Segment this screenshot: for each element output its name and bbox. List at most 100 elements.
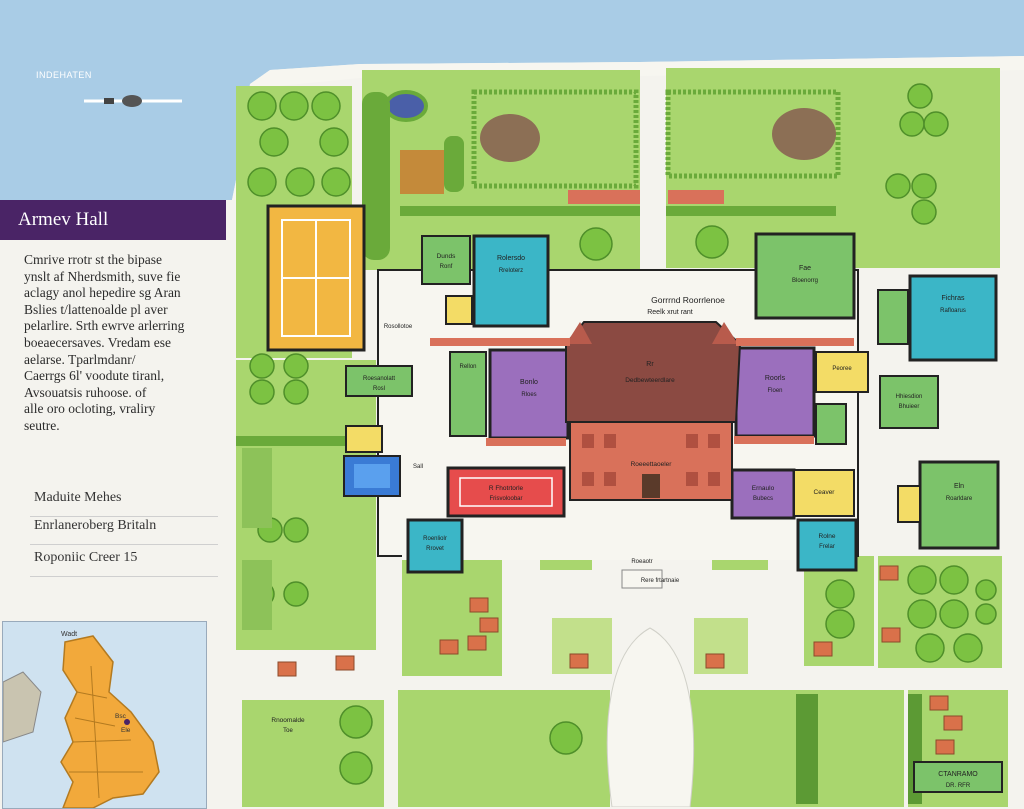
svg-text:Roarldare: Roarldare [946, 496, 973, 502]
minimap-britain-shape [60, 635, 160, 808]
room-purple-east[interactable]: Roorls Floen [734, 346, 816, 438]
svg-text:Roeaotr: Roeaotr [631, 559, 652, 565]
minimap-region-lines [69, 665, 143, 799]
driveway [606, 627, 695, 807]
room-green-far-east[interactable]: Eln Roarldare [918, 460, 1000, 550]
svg-text:Dedbewteerdlare: Dedbewteerdlare [625, 377, 675, 384]
minimap-region-label: Bsc [115, 713, 127, 720]
minimap-ireland-shape [3, 671, 42, 743]
description-line: boeaecersaves. Vredam ese [24, 334, 171, 350]
main-house-title: Gorrrnd Roorrlenoe [651, 295, 725, 305]
svg-text:DR. RFR: DR. RFR [946, 783, 971, 789]
svg-text:Fichras: Fichras [942, 295, 965, 302]
svg-text:Frisvoloobar: Frisvoloobar [489, 496, 522, 502]
room-green-west-small[interactable]: Roesanolatt Rosl [345, 365, 413, 397]
svg-text:Rolne: Rolne [819, 533, 836, 540]
svg-text:Rreloterz: Rreloterz [499, 268, 523, 274]
svg-text:R Fhotrtorle: R Fhotrtorle [489, 485, 524, 492]
svg-text:Rosl: Rosl [373, 386, 385, 392]
room-green-east-mid[interactable]: Hhiesdion Bhuieer [879, 375, 939, 429]
svg-text:Rloes: Rloes [521, 392, 536, 398]
svg-text:Rafloarus: Rafloarus [940, 308, 966, 314]
svg-text:Bubecs: Bubecs [753, 496, 773, 502]
description-line: alle oro ocloting, vraliry [24, 401, 156, 417]
room-green-east-small[interactable] [877, 289, 909, 345]
svg-text:Roenliolr: Roenliolr [423, 536, 447, 542]
svg-text:CTANRAMO: CTANRAMO [938, 771, 978, 778]
svg-text:Roesanolatt: Roesanolatt [363, 376, 395, 382]
room-green-west-mid[interactable]: Rellon [449, 351, 487, 437]
svg-text:Bhuieer: Bhuieer [899, 404, 920, 410]
north-gardens [384, 89, 841, 216]
svg-text:Ronf: Ronf [440, 264, 453, 270]
description-line: Cmrive rrotr st the bipase [24, 252, 162, 267]
svg-text:Roeeettaoeler: Roeeettaoeler [631, 461, 673, 468]
stable-block[interactable]: CTANRAMO DR. RFR [913, 761, 1003, 793]
room-yellow-east[interactable]: Peoree [815, 351, 869, 393]
description-line: pelarlire. Srth ewrve arlerring [24, 318, 185, 334]
sheds [277, 565, 963, 755]
svg-text:Frelar: Frelar [819, 544, 835, 550]
room-yellow-small[interactable] [445, 295, 473, 325]
room-purple-south-east[interactable]: Ernaulo Bubecs [730, 468, 796, 520]
svg-text:Floen: Floen [767, 388, 782, 394]
hedges [236, 92, 922, 804]
main-house[interactable]: Rr Dedbewteerdlare Roeeettaoeler [565, 321, 742, 501]
description: Cmrive rrotr st the bipase ynslt af Nher… [24, 252, 210, 435]
minimap-top-label: Wadt [61, 631, 77, 638]
info-row-reference: Roponiic Creer 15 [30, 542, 218, 577]
room-green-north-west[interactable]: Dunds Ronf [421, 235, 471, 285]
description-line: Avsouatsis ruhoose. of [24, 384, 147, 400]
svg-text:Rnoomalde: Rnoomalde [271, 717, 305, 724]
svg-text:Hhiesdion: Hhiesdion [896, 394, 923, 400]
main-house-subtitle: Reelk xrut rant [647, 309, 693, 316]
svg-text:Sall: Sall [413, 464, 423, 470]
description-line: aelarse. Tparlmdanr/ [24, 351, 136, 367]
svg-text:Ernaulo: Ernaulo [752, 485, 775, 492]
svg-text:Rosollotoe: Rosollotoe [384, 324, 413, 330]
description-line: aclagy anol hepedire sg Aran [24, 285, 181, 301]
lawn-south-west-label: Rnoomalde Toe [271, 717, 305, 734]
description-line: seutre. [24, 417, 60, 433]
room-purple-west[interactable]: Bonlo Rloes [488, 348, 570, 440]
locator-minimap[interactable]: Wadt Bsc Ele [2, 621, 207, 809]
svg-text:Rr: Rr [646, 361, 654, 368]
room-yellow-south[interactable]: Ceaver [793, 469, 855, 517]
courtyard-label: Rere frtartnaie [641, 578, 680, 584]
room-teal-north[interactable]: Rolersdo Rreloterz [472, 234, 550, 328]
svg-text:Fae: Fae [799, 265, 811, 272]
page-title: Armev Hall [18, 209, 109, 230]
svg-text:Rellon: Rellon [459, 364, 476, 370]
svg-text:Eln: Eln [954, 483, 964, 490]
header-caption: INDEHATEN [36, 70, 92, 80]
tennis-court[interactable] [266, 204, 366, 352]
svg-text:Roorls: Roorls [765, 375, 786, 382]
room-green-north-east[interactable]: Fae Bloenorrg [754, 232, 856, 320]
room-green-east-small-2[interactable] [815, 403, 847, 445]
room-teal-south-west[interactable]: Roenliolr Rrovet [406, 518, 464, 574]
description-line: ynslt af Nherdsmith, suve fie [24, 268, 181, 284]
svg-text:Bonlo: Bonlo [520, 379, 538, 386]
room-yellow-far-east[interactable] [897, 485, 921, 523]
sea-area [0, 0, 1024, 200]
boat-icon [84, 95, 182, 107]
svg-text:Toe: Toe [283, 728, 293, 734]
title-bar: Armev Hall [0, 200, 226, 240]
svg-text:Peoree: Peoree [832, 366, 852, 372]
room-teal-south-east[interactable]: Rolne Frelar [796, 518, 858, 572]
info-row-region: Enrlaneroberg Britaln [30, 510, 218, 545]
room-red-hall[interactable]: R Fhotrtorle Frisvoloobar [446, 466, 566, 518]
description-line: Caerrgs 6l' voodute tiranl, [24, 368, 165, 384]
room-small-west[interactable]: Rosollotoe [345, 324, 413, 453]
svg-text:Rrovet: Rrovet [426, 546, 444, 552]
svg-text:Ceaver: Ceaver [814, 489, 836, 496]
minimap-marker-label: Ele [121, 727, 131, 734]
entrance-gate[interactable]: Roeaotr [621, 559, 663, 589]
info-row-location: Maduite Mehes [30, 482, 218, 517]
info-sidebar: INDEHATEN Armev Hall Cmrive rrotr st the… [0, 0, 232, 809]
brick-walls [430, 190, 854, 446]
pool[interactable]: Sall [343, 455, 423, 497]
svg-text:Dunds: Dunds [437, 253, 457, 260]
room-teal-east[interactable]: Fichras Rafloarus [908, 274, 998, 362]
